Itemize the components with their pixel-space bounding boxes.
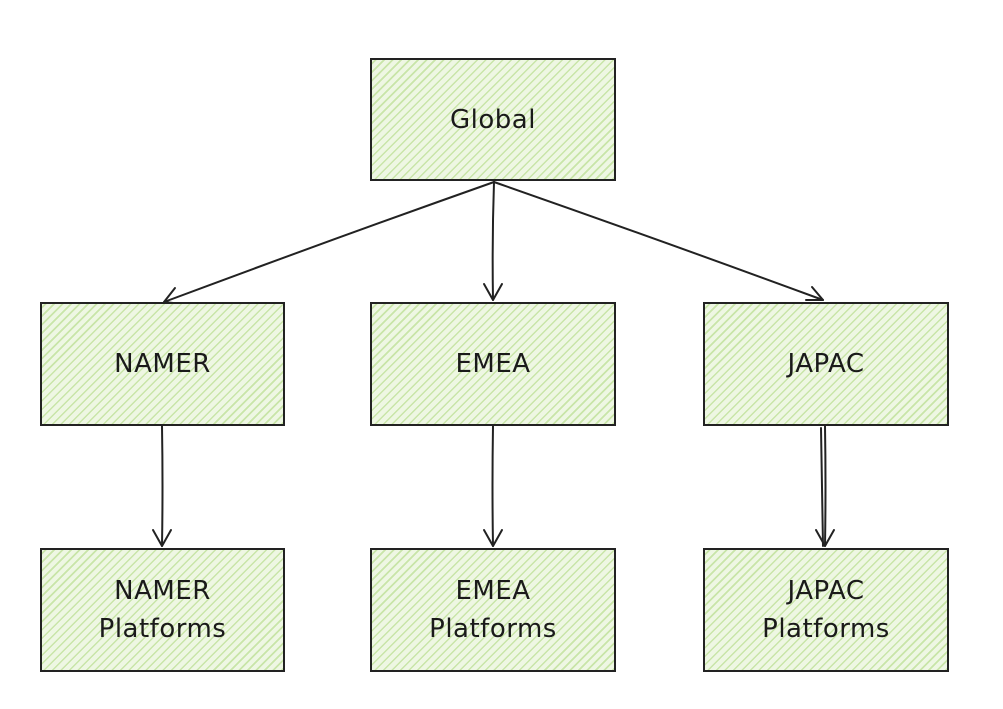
edge-emea-emea-platforms [483, 425, 503, 547]
node-namer-platforms-label: NAMER Platforms [98, 576, 227, 644]
node-emea-platforms: EMEA Platforms [370, 548, 616, 672]
node-namer-label: NAMER [114, 349, 211, 379]
edge-global-emea [483, 181, 503, 301]
node-emea-platforms-label: EMEA Platforms [429, 576, 557, 644]
node-japac-platforms: JAPAC Platforms [703, 548, 949, 672]
edge-global-japac [493, 181, 824, 301]
node-global: Global [370, 58, 616, 181]
node-japac-label: JAPAC [787, 349, 865, 379]
node-global-label: Global [450, 104, 536, 135]
node-namer-platforms: NAMER Platforms [40, 548, 285, 672]
edge-namer-namer-platforms [152, 425, 172, 547]
edge-global-namer [163, 181, 495, 305]
node-japac: JAPAC [703, 302, 949, 426]
edge-japac-japac-platforms [815, 425, 835, 547]
node-emea: EMEA [370, 302, 616, 426]
node-japac-platforms-label: JAPAC Platforms [762, 576, 890, 644]
node-namer: NAMER [40, 302, 285, 426]
node-emea-label: EMEA [455, 349, 531, 379]
